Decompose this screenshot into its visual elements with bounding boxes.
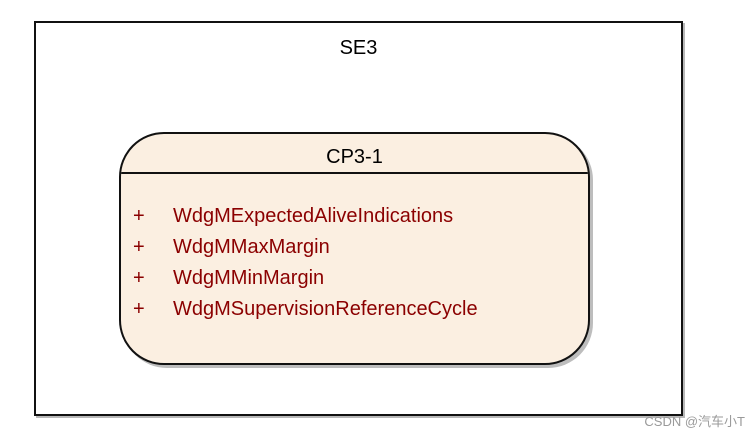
attribute-name: WdgMMaxMargin xyxy=(173,236,330,258)
attribute-list: + WdgMExpectedAliveIndications + WdgMMaxMa… xyxy=(133,203,478,327)
attribute-item: + WdgMMinMargin xyxy=(133,265,478,296)
attribute-name: WdgMSupervisionReferenceCycle xyxy=(173,298,478,320)
inner-state-title: CP3-1 xyxy=(326,146,383,168)
attribute-item: + WdgMSupervisionReferenceCycle xyxy=(133,296,478,327)
attribute-visibility: + xyxy=(133,267,145,289)
attribute-visibility: + xyxy=(133,205,145,227)
attribute-visibility: + xyxy=(133,236,145,258)
attribute-item: + WdgMMaxMargin xyxy=(133,234,478,265)
attribute-name: WdgMMinMargin xyxy=(173,267,325,289)
outer-state-title: SE3 xyxy=(339,37,378,59)
attribute-visibility: + xyxy=(133,298,145,320)
attribute-item: + WdgMExpectedAliveIndications xyxy=(133,203,478,234)
attribute-name: WdgMExpectedAliveIndications xyxy=(173,205,454,227)
state-title-divider xyxy=(121,172,588,174)
source-watermark: CSDN @汽车小T xyxy=(644,414,745,429)
inner-state-box: CP3-1 + WdgMExpectedAliveIndications + Wdg… xyxy=(119,132,590,365)
